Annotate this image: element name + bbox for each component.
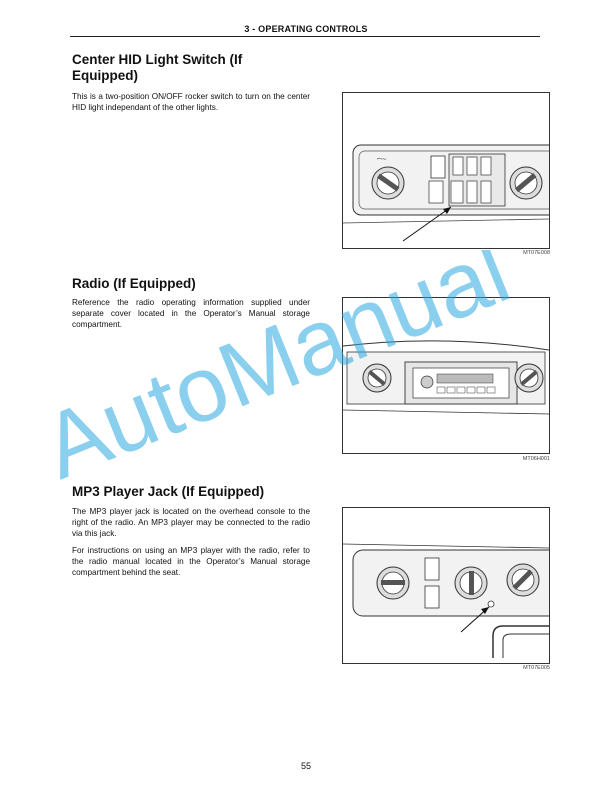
paragraph: The MP3 player jack is located on the ov… [72, 507, 310, 538]
section-title-hid-light: Center HID Light Switch (If Equipped) [72, 52, 242, 84]
radio-console-illustration [343, 340, 549, 415]
section-title-line: Center HID Light Switch (If [72, 52, 243, 67]
svg-text:ꟷ~: ꟷ~ [377, 156, 387, 163]
section-title-line: Radio (If Equipped) [72, 276, 196, 291]
section-title-line: MP3 Player Jack (If Equipped) [72, 484, 265, 499]
figure-code: MT06H001 [522, 456, 550, 462]
console-illustration: ꟷ~ [343, 144, 549, 242]
section-title-radio: Radio (If Equipped) [72, 276, 196, 292]
figure-mp3-jack [342, 507, 550, 664]
section-body-mp3: The MP3 player jack is located on the ov… [72, 506, 310, 584]
figure-hid-switch: ꟷ~ [342, 92, 550, 249]
figure-code: MT07E008 [523, 250, 550, 256]
section-title-mp3: MP3 Player Jack (If Equipped) [72, 484, 264, 500]
running-header: 3 - OPERATING CONTROLS [244, 24, 368, 34]
section-body-hid-light: This is a two-position ON/OFF rocker swi… [72, 91, 310, 119]
paragraph: For instructions on using an MP3 player … [72, 546, 310, 577]
paragraph: Reference the radio operating informatio… [72, 298, 310, 329]
section-title-line: Equipped) [72, 68, 138, 83]
page-number: 55 [300, 761, 311, 771]
section-body-radio: Reference the radio operating informatio… [72, 297, 310, 336]
overhead-console-illustration [343, 543, 549, 658]
figure-radio [342, 297, 550, 454]
header-rule [70, 36, 540, 37]
figure-code: MT07E005 [523, 665, 550, 671]
paragraph: This is a two-position ON/OFF rocker swi… [72, 92, 310, 112]
